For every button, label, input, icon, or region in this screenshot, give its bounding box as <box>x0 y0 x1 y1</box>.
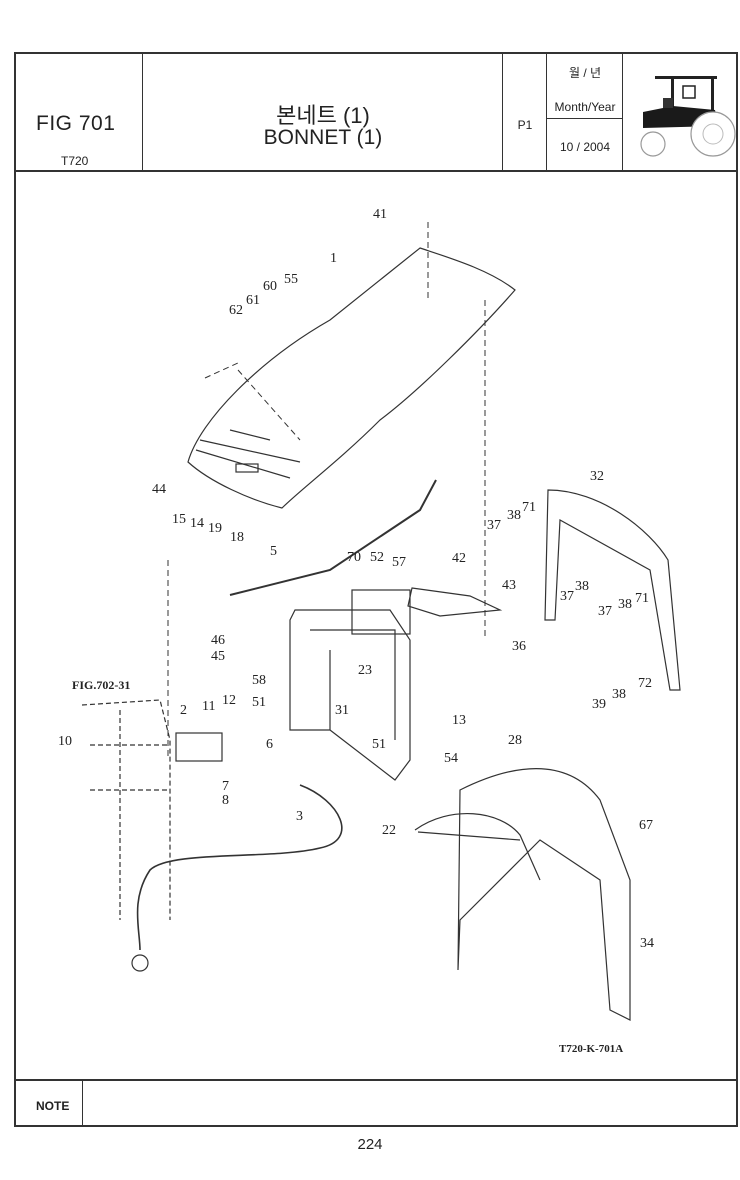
callout-42: 42 <box>452 551 466 566</box>
callout-61: 61 <box>246 293 260 308</box>
support-bracket <box>289 609 411 781</box>
callout-10: 10 <box>58 734 72 749</box>
callout-23: 23 <box>358 663 372 678</box>
callout-18: 18 <box>230 530 244 545</box>
callout-45: 45 <box>211 649 225 664</box>
page-code: P1 <box>517 118 533 132</box>
callout-2: 2 <box>180 703 187 718</box>
callout-38-b: 38 <box>575 579 589 594</box>
date-label-english: Month/Year <box>554 100 616 114</box>
callout-11: 11 <box>202 699 215 714</box>
callout-39: 39 <box>592 697 606 712</box>
callout-37-a: 37 <box>487 518 501 533</box>
callout-38-d: 38 <box>612 687 626 702</box>
bonnet-hood <box>187 247 516 509</box>
model-label: T720 <box>61 154 89 168</box>
tractor-logo <box>623 54 736 170</box>
callout-31: 31 <box>335 703 349 718</box>
callout-72: 72 <box>638 676 652 691</box>
page-number: 224 <box>357 1136 383 1153</box>
callout-38-a: 38 <box>507 508 521 523</box>
page-frame: FIG 701 T720 본네트 (1) BONNET (1) P1 월 / 년… <box>14 52 738 1127</box>
callout-51-b: 51 <box>372 737 386 752</box>
side-panel <box>544 489 681 691</box>
callout-71-a: 71 <box>522 500 536 515</box>
fig-cell: FIG 701 T720 <box>16 54 143 170</box>
callout-38-c: 38 <box>618 597 632 612</box>
callout-5: 5 <box>270 544 277 559</box>
fender-strip <box>414 813 541 881</box>
date-value: 10 / 2004 <box>559 140 611 154</box>
date-label-korean: 월 / 년 <box>568 66 602 80</box>
callout-14: 14 <box>190 516 204 531</box>
callout-44: 44 <box>152 482 166 497</box>
reference-frame <box>81 699 171 920</box>
callout-60: 60 <box>263 279 277 294</box>
callout-34: 34 <box>640 936 654 951</box>
callout-43: 43 <box>502 578 516 593</box>
callout-19: 19 <box>208 521 222 536</box>
title-cell: 본네트 (1) BONNET (1) <box>143 54 503 170</box>
support-rod <box>229 479 437 596</box>
callout-41: 41 <box>373 207 387 222</box>
callout-7: 7 <box>222 779 229 794</box>
header-block: FIG 701 T720 본네트 (1) BONNET (1) P1 월 / 년… <box>16 54 736 172</box>
lever-bracket <box>175 732 223 762</box>
callout-36: 36 <box>512 639 526 654</box>
callout-37-b: 37 <box>560 589 574 604</box>
callout-1: 1 <box>330 251 337 266</box>
callout-71-b: 71 <box>635 591 649 606</box>
fender <box>457 768 631 1021</box>
callout-54: 54 <box>444 751 458 766</box>
callout-51-a: 51 <box>252 695 266 710</box>
callout-12: 12 <box>222 693 236 708</box>
callout-32: 32 <box>590 469 604 484</box>
callout-62: 62 <box>229 303 243 318</box>
fig-number: FIG 701 <box>36 112 116 135</box>
callout-58: 58 <box>252 673 266 688</box>
callout-22: 22 <box>382 823 396 838</box>
callout-70: 70 <box>347 550 361 565</box>
note-row: NOTE <box>16 1079 736 1125</box>
title-english: BONNET (1) <box>263 126 383 149</box>
date-cell: 월 / 년 Month/Year 10 / 2004 <box>547 54 623 170</box>
callout-57: 57 <box>392 555 406 570</box>
callout-46: 46 <box>211 633 225 648</box>
callout-52: 52 <box>370 550 384 565</box>
callout-28: 28 <box>508 733 522 748</box>
callout-55: 55 <box>284 272 298 287</box>
callout-8: 8 <box>222 793 229 808</box>
callout-67: 67 <box>639 818 653 833</box>
title-korean: 본네트 (1) <box>276 103 370 128</box>
hinge-leaf <box>407 587 503 617</box>
note-label: NOTE <box>36 1099 70 1113</box>
page-code-cell: P1 <box>503 54 547 170</box>
fig-reference-label: FIG.702-31 <box>72 678 130 692</box>
control-cable <box>136 784 343 951</box>
callout-3: 3 <box>296 809 303 824</box>
drawing-code: T720-K-701A <box>559 1043 623 1055</box>
callout-15: 15 <box>172 512 186 527</box>
callout-6: 6 <box>266 737 273 752</box>
hinge-plate <box>351 589 411 635</box>
cable-handle <box>131 954 149 972</box>
callout-13: 13 <box>452 713 466 728</box>
callout-37-c: 37 <box>598 604 612 619</box>
